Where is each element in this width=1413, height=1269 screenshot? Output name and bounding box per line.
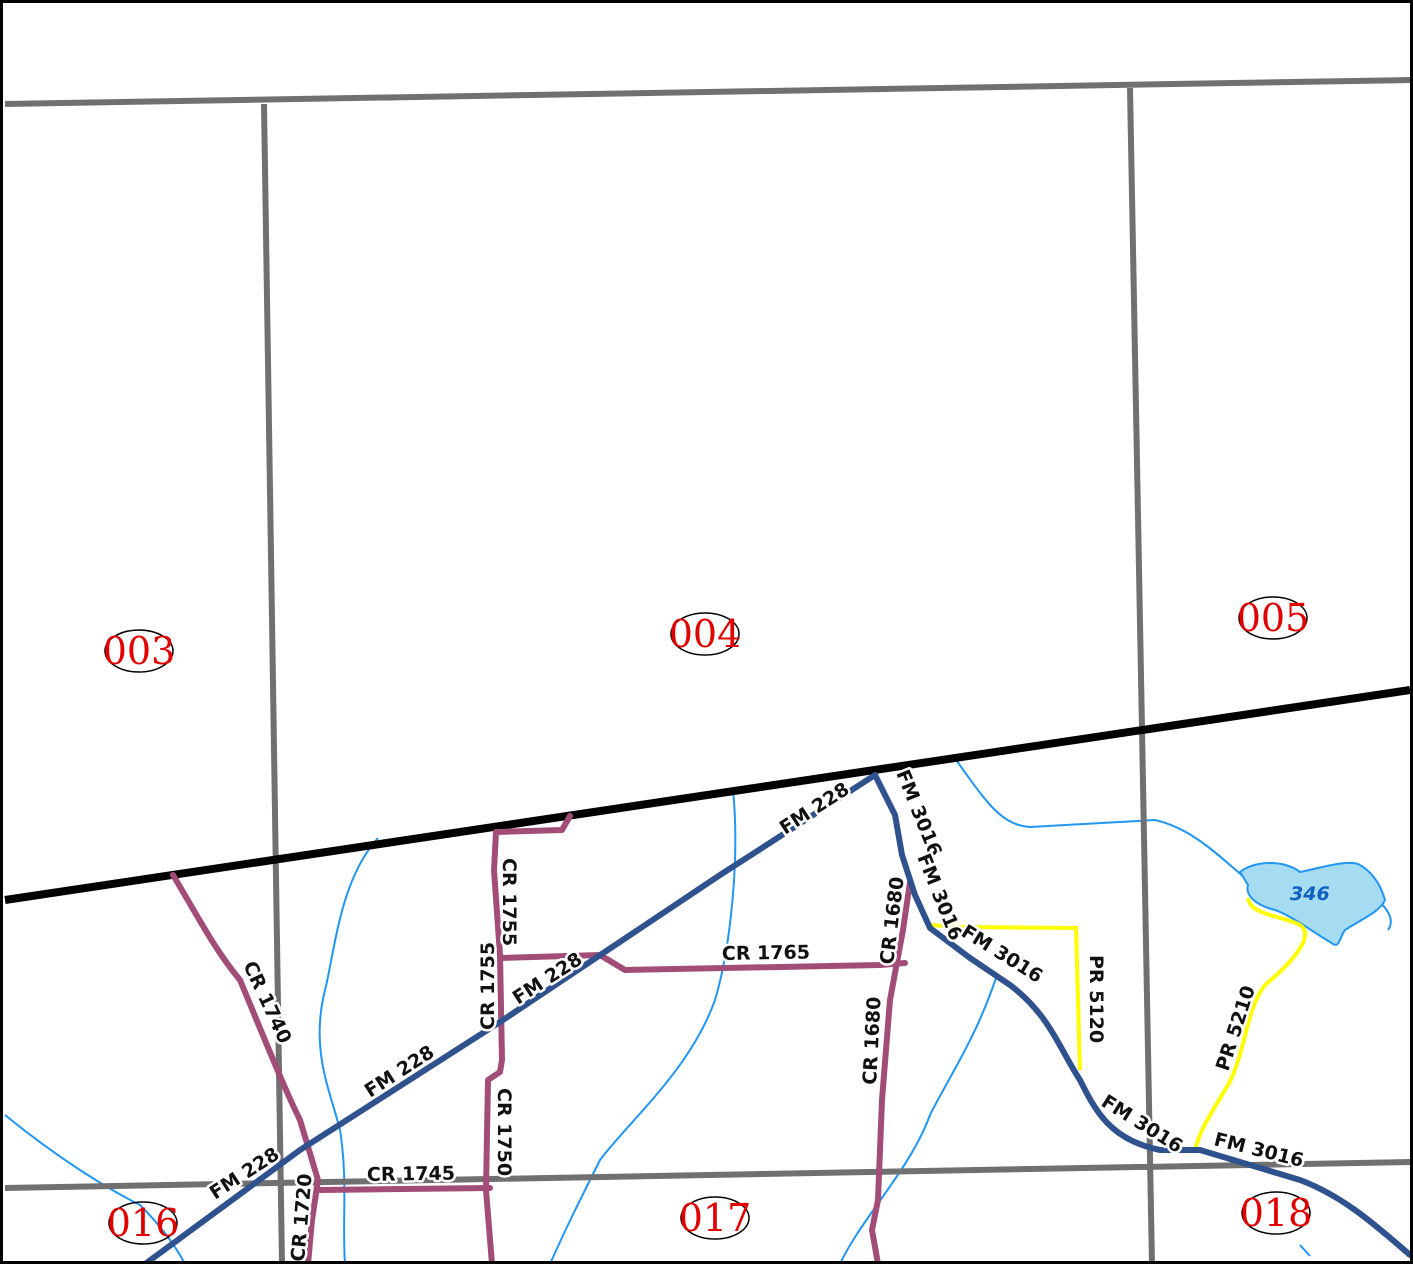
tract-003[interactable]: 003 [103, 629, 176, 673]
fm-3016[interactable] [872, 772, 1413, 1258]
tract-018[interactable]: 018 [1240, 1191, 1313, 1235]
fm-roads [142, 772, 1413, 1267]
grid-line [4, 77, 1411, 107]
pr-5210[interactable] [1193, 897, 1307, 1151]
tract-label: 016 [107, 1201, 180, 1245]
road-label-cr1750: CR 1750 [493, 1088, 515, 1176]
stream [549, 789, 737, 1265]
road-label-pr5120: PR 5120 [1085, 955, 1107, 1043]
tract-005[interactable]: 005 [1237, 596, 1310, 640]
road-label-cr1745: CR 1745 [367, 1162, 455, 1186]
cr-1765[interactable] [497, 952, 908, 973]
road-label-fm3016: FM 3016 [912, 851, 967, 944]
road-label-cr1755: CR 1755 [498, 858, 520, 946]
tract-label: 017 [679, 1196, 752, 1240]
tract-ellipse [1238, 596, 1308, 640]
tract-ellipse [670, 612, 740, 656]
cr-1740[interactable] [170, 872, 321, 1267]
tract-label: 004 [669, 612, 742, 656]
tract-ellipse [1241, 1191, 1311, 1235]
cr-1745[interactable] [317, 1185, 493, 1193]
streams [4, 756, 1392, 1265]
grid-line [1127, 87, 1155, 1265]
tract-004[interactable]: 004 [669, 612, 742, 656]
tract-016[interactable]: 016 [107, 1201, 180, 1245]
road-label-cr1680: CR 1680 [859, 996, 886, 1085]
tract-017[interactable]: 017 [679, 1196, 752, 1240]
county-boundary [4, 686, 1411, 904]
tract-label: 003 [103, 629, 176, 673]
grid-line [261, 103, 285, 1265]
road-label-cr1765: CR 1765 [722, 941, 810, 965]
stream [839, 977, 997, 1265]
road-label-fm228: FM 228 [776, 778, 854, 839]
stream [318, 837, 379, 1265]
cr-1680[interactable] [869, 879, 913, 1267]
road-label-pr5210: PR 5210 [1212, 983, 1260, 1074]
survey-grid [4, 77, 1411, 1265]
tract-label: 005 [1237, 596, 1310, 640]
grid-line [4, 1159, 1411, 1191]
cr-1755[interactable] [483, 813, 573, 1267]
stream [953, 756, 1246, 879]
road-label-cr1755: CR 1755 [477, 942, 499, 1030]
county-roads [170, 813, 913, 1267]
lake-346 [1238, 862, 1387, 946]
tract-labels: 003 004 005 016 017 018 [103, 596, 1313, 1245]
fm-228[interactable] [142, 772, 878, 1267]
lake-label: 346 [1290, 883, 1330, 905]
tract-ellipse [108, 1201, 178, 1245]
stream [1299, 1244, 1311, 1257]
tract-label: 018 [1240, 1191, 1313, 1235]
tract-ellipse [104, 629, 174, 673]
tract-ellipse [680, 1196, 750, 1240]
